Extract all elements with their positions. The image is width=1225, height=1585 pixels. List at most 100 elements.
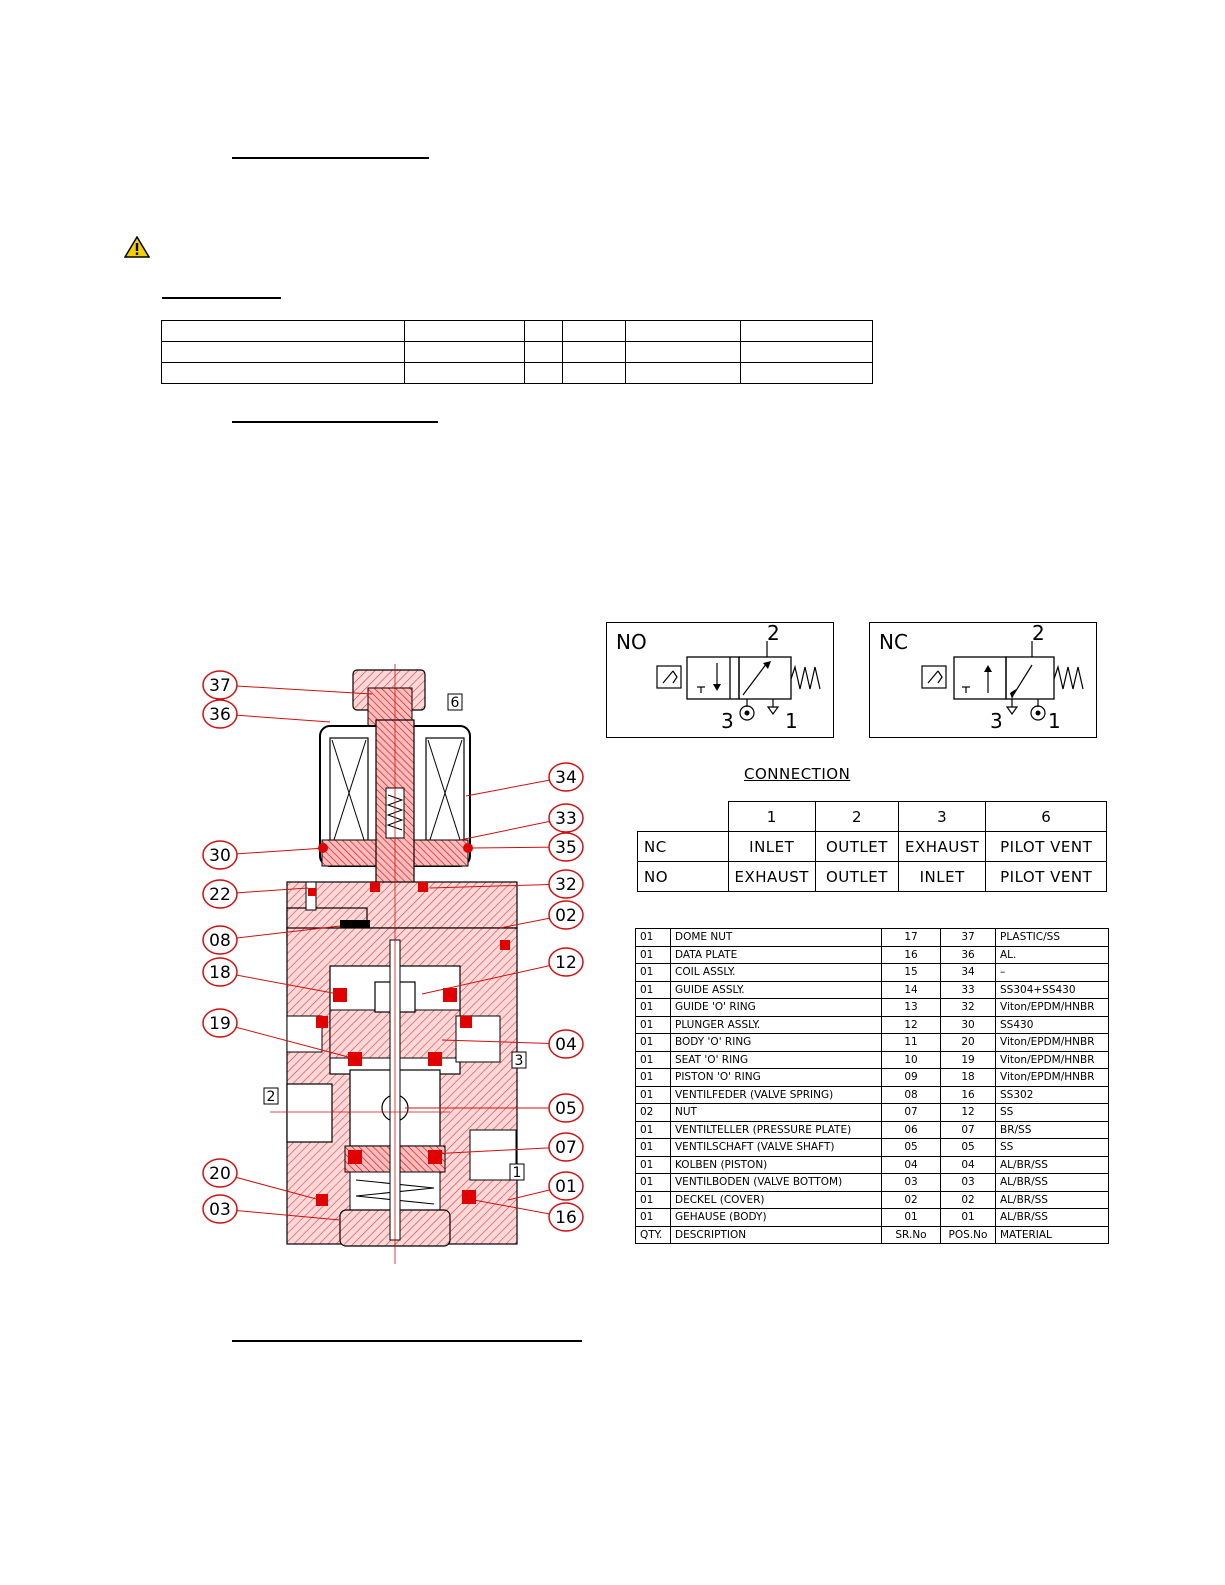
parts-cell: 01 (635, 963, 671, 982)
parts-cell: 20 (940, 1033, 996, 1052)
parts-cell: 01 (635, 945, 671, 964)
balloon-16-circle (548, 1202, 584, 1232)
parts-cell: 30 (940, 1015, 996, 1034)
parts-cell: 12 (940, 1103, 996, 1122)
balloon-30: 30 (209, 846, 231, 866)
balloon-leader-line (429, 883, 567, 889)
parts-cell: 34 (940, 963, 996, 982)
parts-cell: 03 (881, 1173, 941, 1192)
parts-cell: SS (995, 1103, 1109, 1122)
heading-underline-1 (232, 157, 429, 159)
balloon-30-circle (202, 840, 238, 870)
balloon-20-circle (202, 1158, 238, 1188)
parts-cell: AL/BR/SS (995, 1173, 1109, 1192)
no-valve-symbol: NO 2 3 1 (606, 621, 834, 738)
parts-cell: 04 (940, 1155, 996, 1174)
parts-cell: KOLBEN (PISTON) (670, 1155, 882, 1174)
parts-cell: Viton/EPDM/HNBR (995, 1033, 1109, 1052)
parts-cell: SEAT 'O' RING (670, 1050, 882, 1069)
nc-port-1-label: 1 (1048, 709, 1061, 733)
parts-cell: 01 (635, 1015, 671, 1034)
parts-cell: GUIDE ASSLY. (670, 980, 882, 999)
parts-cell: 07 (881, 1103, 941, 1122)
parts-cell: PLUNGER ASSLY. (670, 1015, 882, 1034)
port-label-6: 6 (451, 695, 460, 711)
parts-cell: Viton/EPDM/HNBR (995, 1050, 1109, 1069)
balloon-02-circle (548, 900, 584, 930)
parts-cell: AL. (995, 945, 1109, 964)
no-port-2-label: 2 (767, 621, 780, 645)
parts-cell: VENTILFEDER (VALVE SPRING) (670, 1085, 882, 1104)
parts-cell: 07 (940, 1120, 996, 1139)
conn-row-type: NC (637, 831, 729, 862)
balloon-37-circle (202, 670, 238, 700)
balloon-35: 35 (555, 838, 577, 858)
balloon-leader-line (459, 817, 567, 841)
conn-cell: OUTLET (814, 861, 899, 892)
parts-cell: 01 (635, 1068, 671, 1087)
empty-spec-table (161, 320, 873, 384)
parts-cell: 01 (635, 1208, 671, 1227)
parts-cell: AL/BR/SS (995, 1190, 1109, 1209)
parts-cell: 02 (635, 1103, 671, 1122)
balloon-34: 34 (555, 768, 577, 788)
connection-title: CONNECTION (744, 765, 851, 783)
parts-cell: 01 (940, 1208, 996, 1227)
parts-cell: 14 (881, 980, 941, 999)
parts-cell: PISTON 'O' RING (670, 1068, 882, 1087)
conn-header-1: 1 (727, 801, 816, 832)
nc-valve-symbol: NC 2 3 1 (869, 621, 1097, 738)
balloon-leader-line (219, 1208, 341, 1221)
parts-cell: QTY. (635, 1225, 671, 1244)
balloon-leader-line (429, 1146, 567, 1155)
no-port-3-label: 3 (721, 709, 734, 733)
parts-cell: 33 (940, 980, 996, 999)
balloon-leader-line (441, 1039, 567, 1045)
conn-header-3: 3 (897, 801, 987, 832)
parts-cell: 36 (940, 945, 996, 964)
conn-cell: INLET (727, 831, 816, 862)
balloon-36: 36 (209, 705, 231, 725)
nc-symbol-label: NC (879, 630, 908, 654)
balloon-01: 01 (555, 1177, 577, 1197)
balloon-04: 04 (555, 1035, 577, 1055)
parts-cell: 17 (881, 928, 941, 947)
balloon-05: 05 (555, 1099, 577, 1119)
balloon-02: 02 (555, 906, 577, 926)
parts-cell: 10 (881, 1050, 941, 1069)
parts-cell: 01 (881, 1208, 941, 1227)
balloon-01-circle (548, 1171, 584, 1201)
parts-cell: 01 (635, 1190, 671, 1209)
balloon-leader-line (219, 684, 373, 695)
port-label-3: 3 (515, 1053, 524, 1069)
parts-cell: 15 (881, 963, 941, 982)
parts-cell: 05 (940, 1138, 996, 1157)
parts-cell: PLASTIC/SS (995, 928, 1109, 947)
port-label-2: 2 (267, 1089, 276, 1105)
balloon-16: 16 (555, 1208, 577, 1228)
parts-cell: 16 (881, 945, 941, 964)
valve-cross-section-drawing: 6 3 2 1 37363022081819200334333532021204… (202, 664, 584, 1264)
balloon-22-circle (202, 879, 238, 909)
parts-cell: DOME NUT (670, 928, 882, 947)
parts-cell: 04 (881, 1155, 941, 1174)
conn-cell: PILOT VENT (985, 861, 1107, 892)
parts-cell: 19 (940, 1050, 996, 1069)
parts-cell: 01 (635, 1155, 671, 1174)
parts-cell: SS302 (995, 1085, 1109, 1104)
parts-cell: DESCRIPTION (670, 1225, 882, 1244)
parts-cell: 01 (635, 1050, 671, 1069)
heading-underline-2 (162, 297, 281, 299)
parts-cell: AL/BR/SS (995, 1208, 1109, 1227)
balloon-32: 32 (555, 875, 577, 895)
